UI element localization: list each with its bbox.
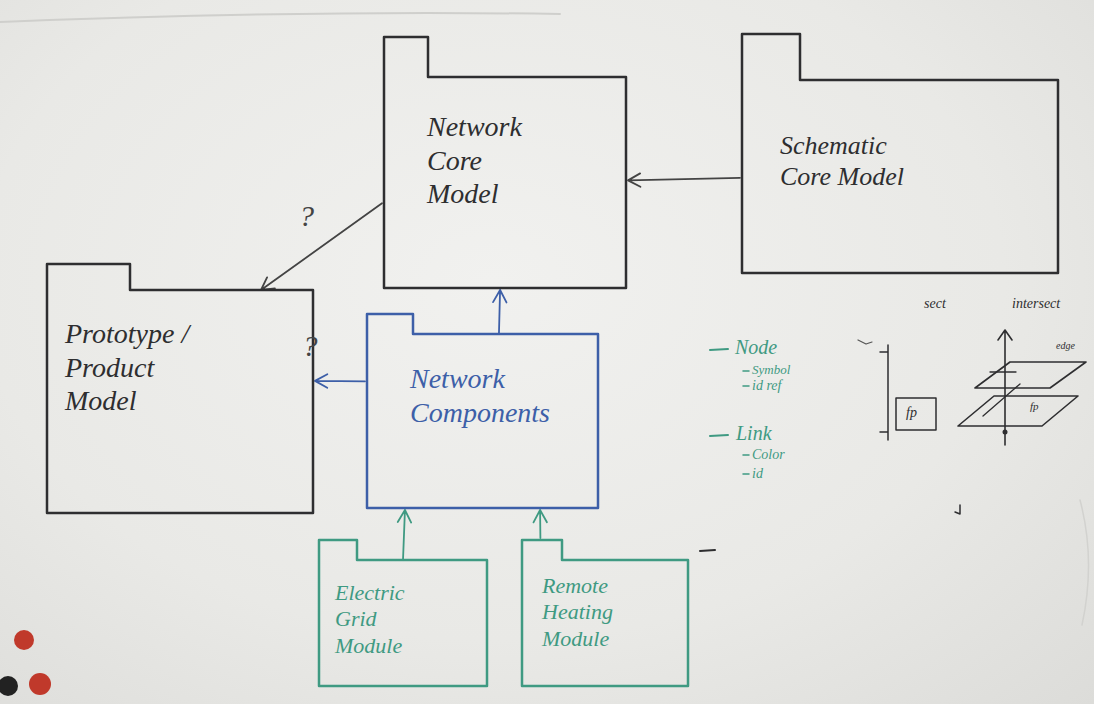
bullet-dash <box>710 349 728 350</box>
dependency-arrow <box>315 374 365 387</box>
package-name: Network Core Model <box>427 110 557 211</box>
package-box: Electric Grid Module <box>317 538 489 688</box>
package-border <box>742 34 1058 273</box>
footprint-box <box>896 398 936 430</box>
package-border <box>522 540 688 686</box>
package-name: Remote Heating Module <box>542 573 652 652</box>
lower-plane <box>958 396 1078 426</box>
note-text: Node <box>735 336 777 358</box>
package-label: Remote Heating Module <box>542 573 652 652</box>
intersect-line <box>983 372 1020 416</box>
package-label: Network Components <box>410 362 580 429</box>
magnet <box>14 630 34 650</box>
package-box: Network Components <box>365 312 600 510</box>
package-name: Prototype / Product Model <box>65 317 225 418</box>
package-outline <box>382 35 628 290</box>
bullet-dash <box>743 370 749 372</box>
note-text: id <box>752 466 763 481</box>
package-box: Prototype / Product Model <box>45 262 315 515</box>
package-label: Schematic Core Model <box>780 130 910 192</box>
note-text: intersect <box>1012 296 1060 311</box>
bullet-dash <box>743 385 749 387</box>
package-label: Prototype / Product Model <box>65 317 225 418</box>
note-text: Symbol <box>752 363 790 377</box>
dependency-arrow <box>534 510 547 538</box>
dependency-arrow <box>398 510 411 560</box>
bullet-dash <box>743 473 749 475</box>
package-label: Network Core Model <box>427 110 557 211</box>
magnet <box>0 676 18 696</box>
package-border <box>319 540 487 686</box>
package-box: Schematic Core Model <box>740 32 1060 275</box>
package-label: Electric Grid Module <box>335 580 445 659</box>
question-mark: ? <box>303 329 318 362</box>
note-text: edge <box>1056 340 1075 351</box>
faint-mark <box>1080 500 1089 625</box>
board-edge <box>0 13 560 22</box>
note-text: fp <box>906 405 917 420</box>
magnet <box>29 673 51 695</box>
dependency-arrow <box>628 173 740 186</box>
bullet-dash <box>743 454 749 456</box>
note-text: Link <box>736 422 772 444</box>
normal-arrow <box>998 330 1012 445</box>
package-border <box>367 314 598 508</box>
package-box: Network Core Model <box>382 35 628 290</box>
dependency-arrow <box>261 203 382 290</box>
bracket-mark <box>955 505 960 514</box>
note-text: fp <box>1030 400 1039 412</box>
package-name: Network Components <box>410 362 580 429</box>
question-mark: ? <box>299 198 314 231</box>
point-dot <box>1003 430 1008 435</box>
package-name: Electric Grid Module <box>335 580 445 659</box>
note-text: Color <box>752 447 785 462</box>
package-border <box>47 264 313 513</box>
dependency-arrow <box>493 290 506 334</box>
bullet-dash <box>710 435 728 436</box>
note-text: id ref <box>752 378 781 393</box>
note-text: sect <box>924 296 946 311</box>
section-line <box>880 345 888 440</box>
package-box: Remote Heating Module <box>520 538 690 688</box>
upper-plane <box>975 362 1086 388</box>
bullet-dash <box>700 550 715 551</box>
sketch-mark <box>858 340 872 344</box>
package-name: Schematic Core Model <box>780 130 910 192</box>
package-border <box>384 37 626 288</box>
